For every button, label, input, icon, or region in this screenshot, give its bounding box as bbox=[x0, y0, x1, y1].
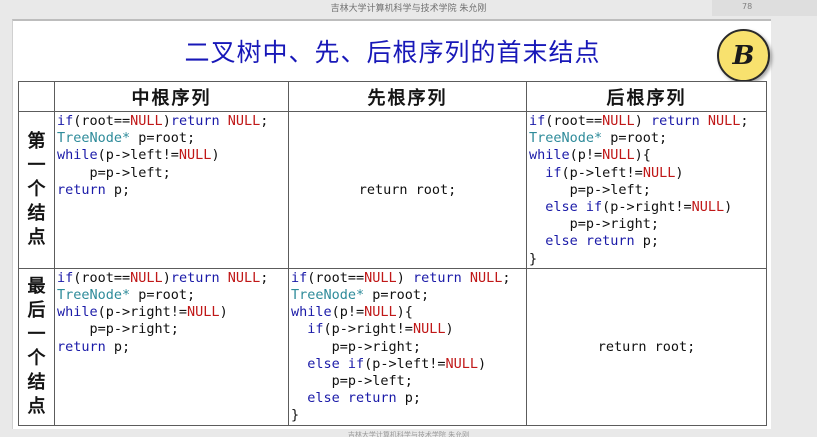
header-row: 中根序列 先根序列 后根序列 bbox=[18, 81, 767, 112]
corner-cell bbox=[18, 81, 55, 112]
slide: 二叉树中、先、后根序列的首末结点 B 中根序列 先根序列 后根序列 第 一 个 … bbox=[12, 19, 771, 429]
code-first-preorder: return root; bbox=[358, 181, 457, 198]
header-postorder: 后根序列 bbox=[526, 81, 767, 112]
row-label-last: 最 后 一 个 结 点 bbox=[18, 267, 55, 426]
cell-last-preorder: if(root==NULL) return NULL; TreeNode* p=… bbox=[288, 267, 527, 426]
section-badge: B bbox=[717, 29, 770, 82]
code-last-inorder: if(root==NULL)return NULL; TreeNode* p=r… bbox=[57, 269, 269, 355]
code-table: 中根序列 先根序列 后根序列 第 一 个 结 点 if(root==NULL)r… bbox=[18, 81, 767, 426]
code-last-preorder: if(root==NULL) return NULL; TreeNode* p=… bbox=[291, 269, 511, 424]
row-first-node: 第 一 个 结 点 if(root==NULL)return NULL; Tre… bbox=[18, 111, 767, 269]
header-text: 吉林大学计算机科学与技术学院 朱允刚 bbox=[330, 4, 487, 14]
top-bar-strip bbox=[712, 0, 817, 16]
footer-text: 吉林大学计算机科学与技术学院 朱允刚 bbox=[347, 431, 470, 437]
row-label-first: 第 一 个 结 点 bbox=[18, 111, 55, 269]
code-first-postorder: if(root==NULL) return NULL; TreeNode* p=… bbox=[529, 113, 749, 267]
row-last-node: 最 后 一 个 结 点 if(root==NULL)return NULL; T… bbox=[18, 267, 767, 426]
cell-last-inorder: if(root==NULL)return NULL; TreeNode* p=r… bbox=[54, 267, 289, 426]
code-first-inorder: if(root==NULL)return NULL; TreeNode* p=r… bbox=[57, 113, 269, 198]
cell-first-inorder: if(root==NULL)return NULL; TreeNode* p=r… bbox=[54, 111, 289, 269]
bottom-bar: 吉林大学计算机科学与技术学院 朱允刚 bbox=[0, 429, 817, 437]
cell-first-preorder: return root; bbox=[288, 111, 527, 269]
cell-last-postorder: return root; bbox=[526, 267, 767, 426]
page-number: 78 bbox=[742, 2, 753, 11]
slide-title: 二叉树中、先、后根序列的首末结点 bbox=[184, 38, 601, 67]
code-last-postorder: return root; bbox=[597, 338, 696, 355]
top-bar: 吉林大学计算机科学与技术学院 朱允刚 78 bbox=[0, 0, 817, 16]
header-inorder: 中根序列 bbox=[54, 81, 289, 112]
cell-first-postorder: if(root==NULL) return NULL; TreeNode* p=… bbox=[526, 111, 767, 269]
header-preorder: 先根序列 bbox=[288, 81, 527, 112]
